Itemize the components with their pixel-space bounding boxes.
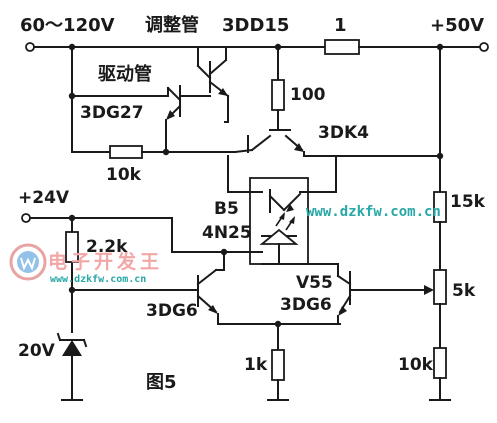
diff-pair-right-3dg6 <box>278 263 431 325</box>
label-pot-5k: 5k <box>452 281 476 301</box>
aux-supply-rail <box>21 213 263 333</box>
label-diff-left-model: 3DG6 <box>146 301 198 321</box>
zener-diode-20v <box>56 332 88 401</box>
optocoupler-4n25 <box>227 155 337 265</box>
output-divider <box>424 191 451 401</box>
resistor-1k <box>267 323 289 401</box>
label-opto-ref: B5 <box>214 199 239 219</box>
label-regulator-model: 3DD15 <box>222 15 289 36</box>
label-resistor-1k: 1k <box>244 355 268 375</box>
aux-terminal <box>21 213 31 223</box>
resistor-10k-divider <box>433 347 447 379</box>
label-diff-ref: V55 <box>296 273 333 293</box>
resistor-10k-base <box>71 145 236 159</box>
label-resistor-1: 1 <box>334 15 347 36</box>
transistor-3dk4 <box>233 119 441 157</box>
label-resistor-15k: 15k <box>450 192 486 212</box>
driver-transistor-3dg27 <box>71 85 211 153</box>
label-output-voltage: +50V <box>430 15 484 36</box>
label-zener-voltage: 20V <box>18 341 56 361</box>
label-transistor-3dk4: 3DK4 <box>318 123 369 143</box>
label-opto-model: 4N25 <box>202 223 252 243</box>
label-regulator-name: 调整管 <box>145 14 199 36</box>
label-diff-right-model: 3DG6 <box>280 295 332 315</box>
resistor-1-ohm <box>324 39 360 55</box>
resistor-100-ohm <box>271 46 285 131</box>
label-aux-supply: +24V <box>18 188 70 208</box>
output-rail <box>358 42 489 193</box>
label-resistor-10k-bottom: 10k <box>398 355 434 375</box>
label-input-voltage: 60～120V <box>20 15 115 36</box>
watermark-logo <box>9 243 47 281</box>
label-resistor-10k-top: 10k <box>106 165 142 185</box>
label-figure-caption: 图5 <box>146 372 177 393</box>
label-resistor-100: 100 <box>290 85 326 105</box>
output-terminal <box>479 42 489 52</box>
potentiometer-5k <box>433 269 447 305</box>
label-driver-model: 3DG27 <box>80 103 144 123</box>
pot-wiper-arrow <box>424 285 434 295</box>
label-resistor-2-2k: 2.2k <box>86 237 128 257</box>
input-rail <box>25 42 326 153</box>
input-terminal <box>25 42 35 52</box>
regulator-transistor-3dd15 <box>196 46 230 123</box>
watermark-url-top: www.dzkfw.com.cn <box>306 204 441 220</box>
watermark-url-bottom: www.dzkfw.com.cn <box>50 274 146 285</box>
label-driver-name: 驱动管 <box>98 63 152 85</box>
watermark-site-name: 电子开发王 <box>48 250 163 273</box>
